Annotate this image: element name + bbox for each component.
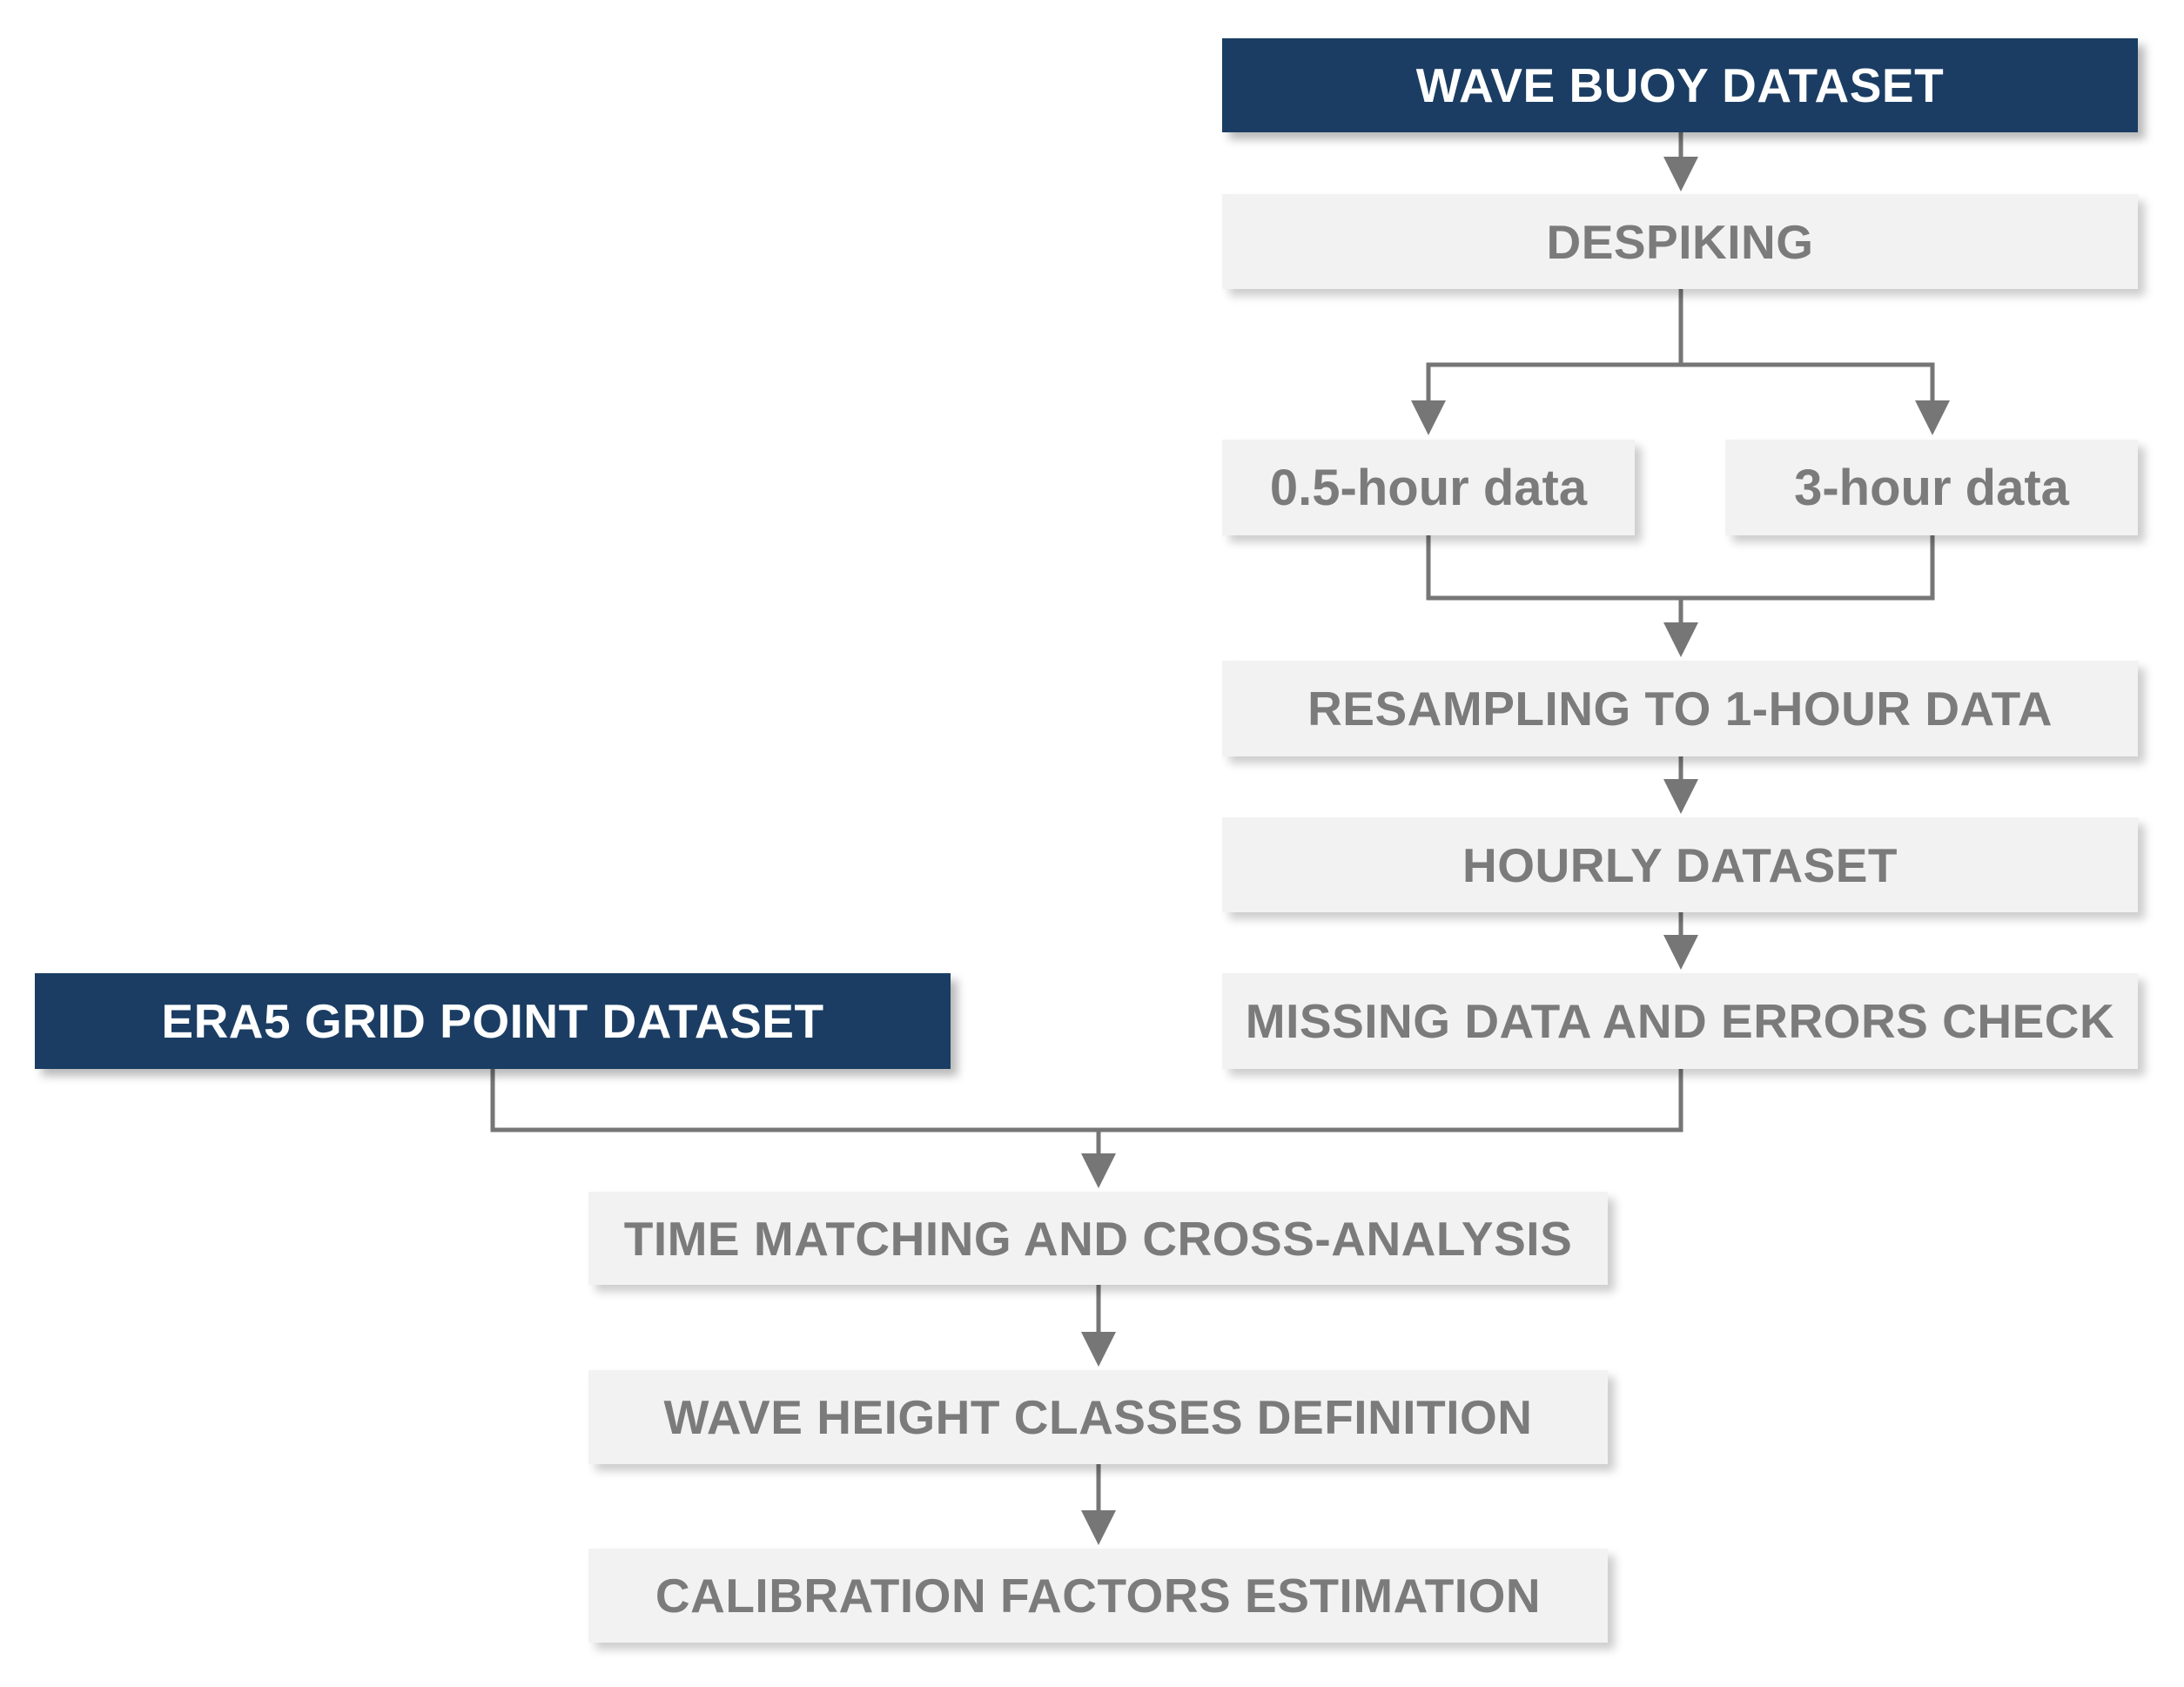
- missing-data-check-box: MISSING DATA AND ERRORS CHECK: [1222, 973, 2138, 1069]
- time-matching-box: TIME MATCHING AND CROSS-ANALYSIS: [588, 1192, 1608, 1285]
- edge-despiking-to-3hour: [1681, 362, 1950, 435]
- wave-buoy-dataset-box: WAVE BUOY DATASET: [1222, 38, 2138, 132]
- time-matching-label: TIME MATCHING AND CROSS-ANALYSIS: [623, 1211, 1573, 1266]
- resampling-box: RESAMPLING TO 1-HOUR DATA: [1222, 661, 2138, 756]
- era5-grid-point-dataset-box: ERA5 GRID POINT DATASET: [35, 973, 951, 1069]
- edge-halfhour-merge: [1426, 535, 1935, 601]
- missing-data-check-label: MISSING DATA AND ERRORS CHECK: [1245, 994, 2115, 1048]
- calibration-factors-box: CALIBRATION FACTORS ESTIMATION: [588, 1549, 1608, 1643]
- despiking-box: DESPIKING: [1222, 194, 2138, 289]
- wave-height-classes-box: WAVE HEIGHT CLASSES DEFINITION: [588, 1370, 1608, 1464]
- era5-grid-point-dataset-label: ERA5 GRID POINT DATASET: [161, 994, 824, 1048]
- three-hour-data-label: 3-hour data: [1794, 459, 2069, 516]
- edge-era5-merge: [490, 1069, 1683, 1133]
- hourly-dataset-box: HOURLY DATASET: [1222, 817, 2138, 912]
- resampling-label: RESAMPLING TO 1-HOUR DATA: [1307, 682, 2053, 736]
- hourly-dataset-label: HOURLY DATASET: [1462, 837, 1898, 892]
- despiking-label: DESPIKING: [1546, 214, 1814, 269]
- wave-height-classes-label: WAVE HEIGHT CLASSES DEFINITION: [663, 1390, 1533, 1444]
- wave-buoy-dataset-label: WAVE BUOY DATASET: [1415, 58, 1945, 112]
- edge-despiking-split: [1411, 289, 1683, 435]
- three-hour-data-box: 3-hour data: [1725, 440, 2138, 535]
- half-hour-data-label: 0.5-hour data: [1269, 459, 1588, 516]
- half-hour-data-box: 0.5-hour data: [1222, 440, 1635, 535]
- calibration-factors-label: CALIBRATION FACTORS ESTIMATION: [655, 1569, 1542, 1623]
